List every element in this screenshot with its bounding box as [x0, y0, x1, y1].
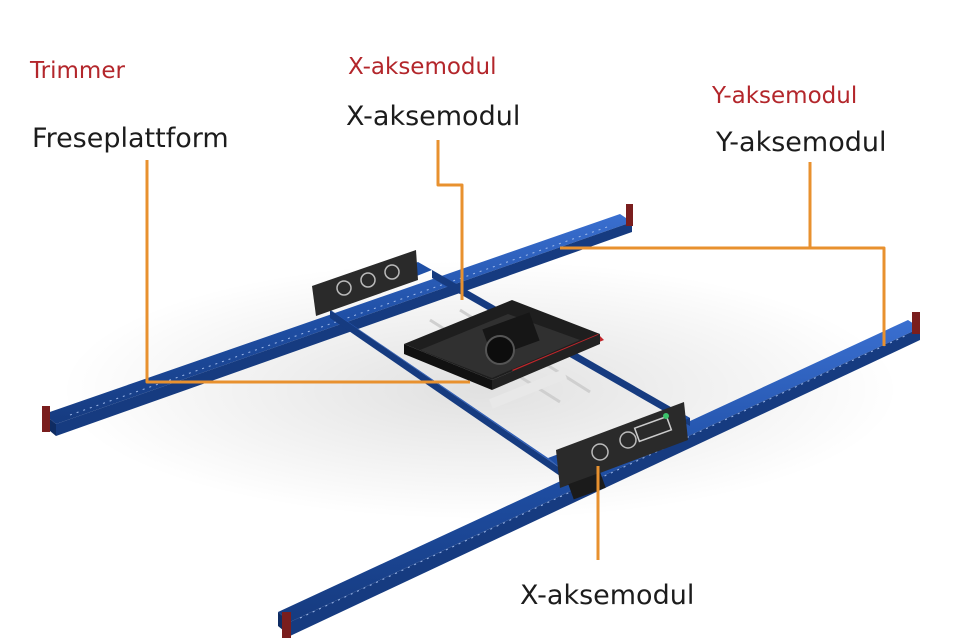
label-x-axis-red: X-aksemodul: [348, 54, 497, 80]
leader-y-axis: [808, 162, 886, 346]
floor-shadow: [60, 260, 900, 520]
leader-lines: [145, 140, 886, 560]
milling-platform: [404, 300, 604, 409]
back-carriage-plate: [312, 250, 418, 316]
rail-end-cap-right: [626, 204, 633, 226]
label-y-axis: Y-aksemodul: [716, 127, 887, 158]
rail-end-cap-back: [912, 312, 920, 334]
label-y-axis-red: Y-aksemodul: [712, 83, 858, 109]
label-trimmer: Trimmer: [30, 58, 125, 84]
rail-end-cap-front: [282, 612, 291, 638]
label-freseplattform: Freseplattform: [32, 123, 229, 154]
brush-comb: [489, 369, 567, 409]
label-x-axis-bottom: X-aksemodul: [520, 580, 695, 611]
rail-end-cap-left: [42, 406, 50, 432]
label-x-axis-top: X-aksemodul: [346, 101, 521, 132]
leader-x-axis-top: [436, 140, 464, 300]
leader-freseplattform: [145, 160, 470, 384]
